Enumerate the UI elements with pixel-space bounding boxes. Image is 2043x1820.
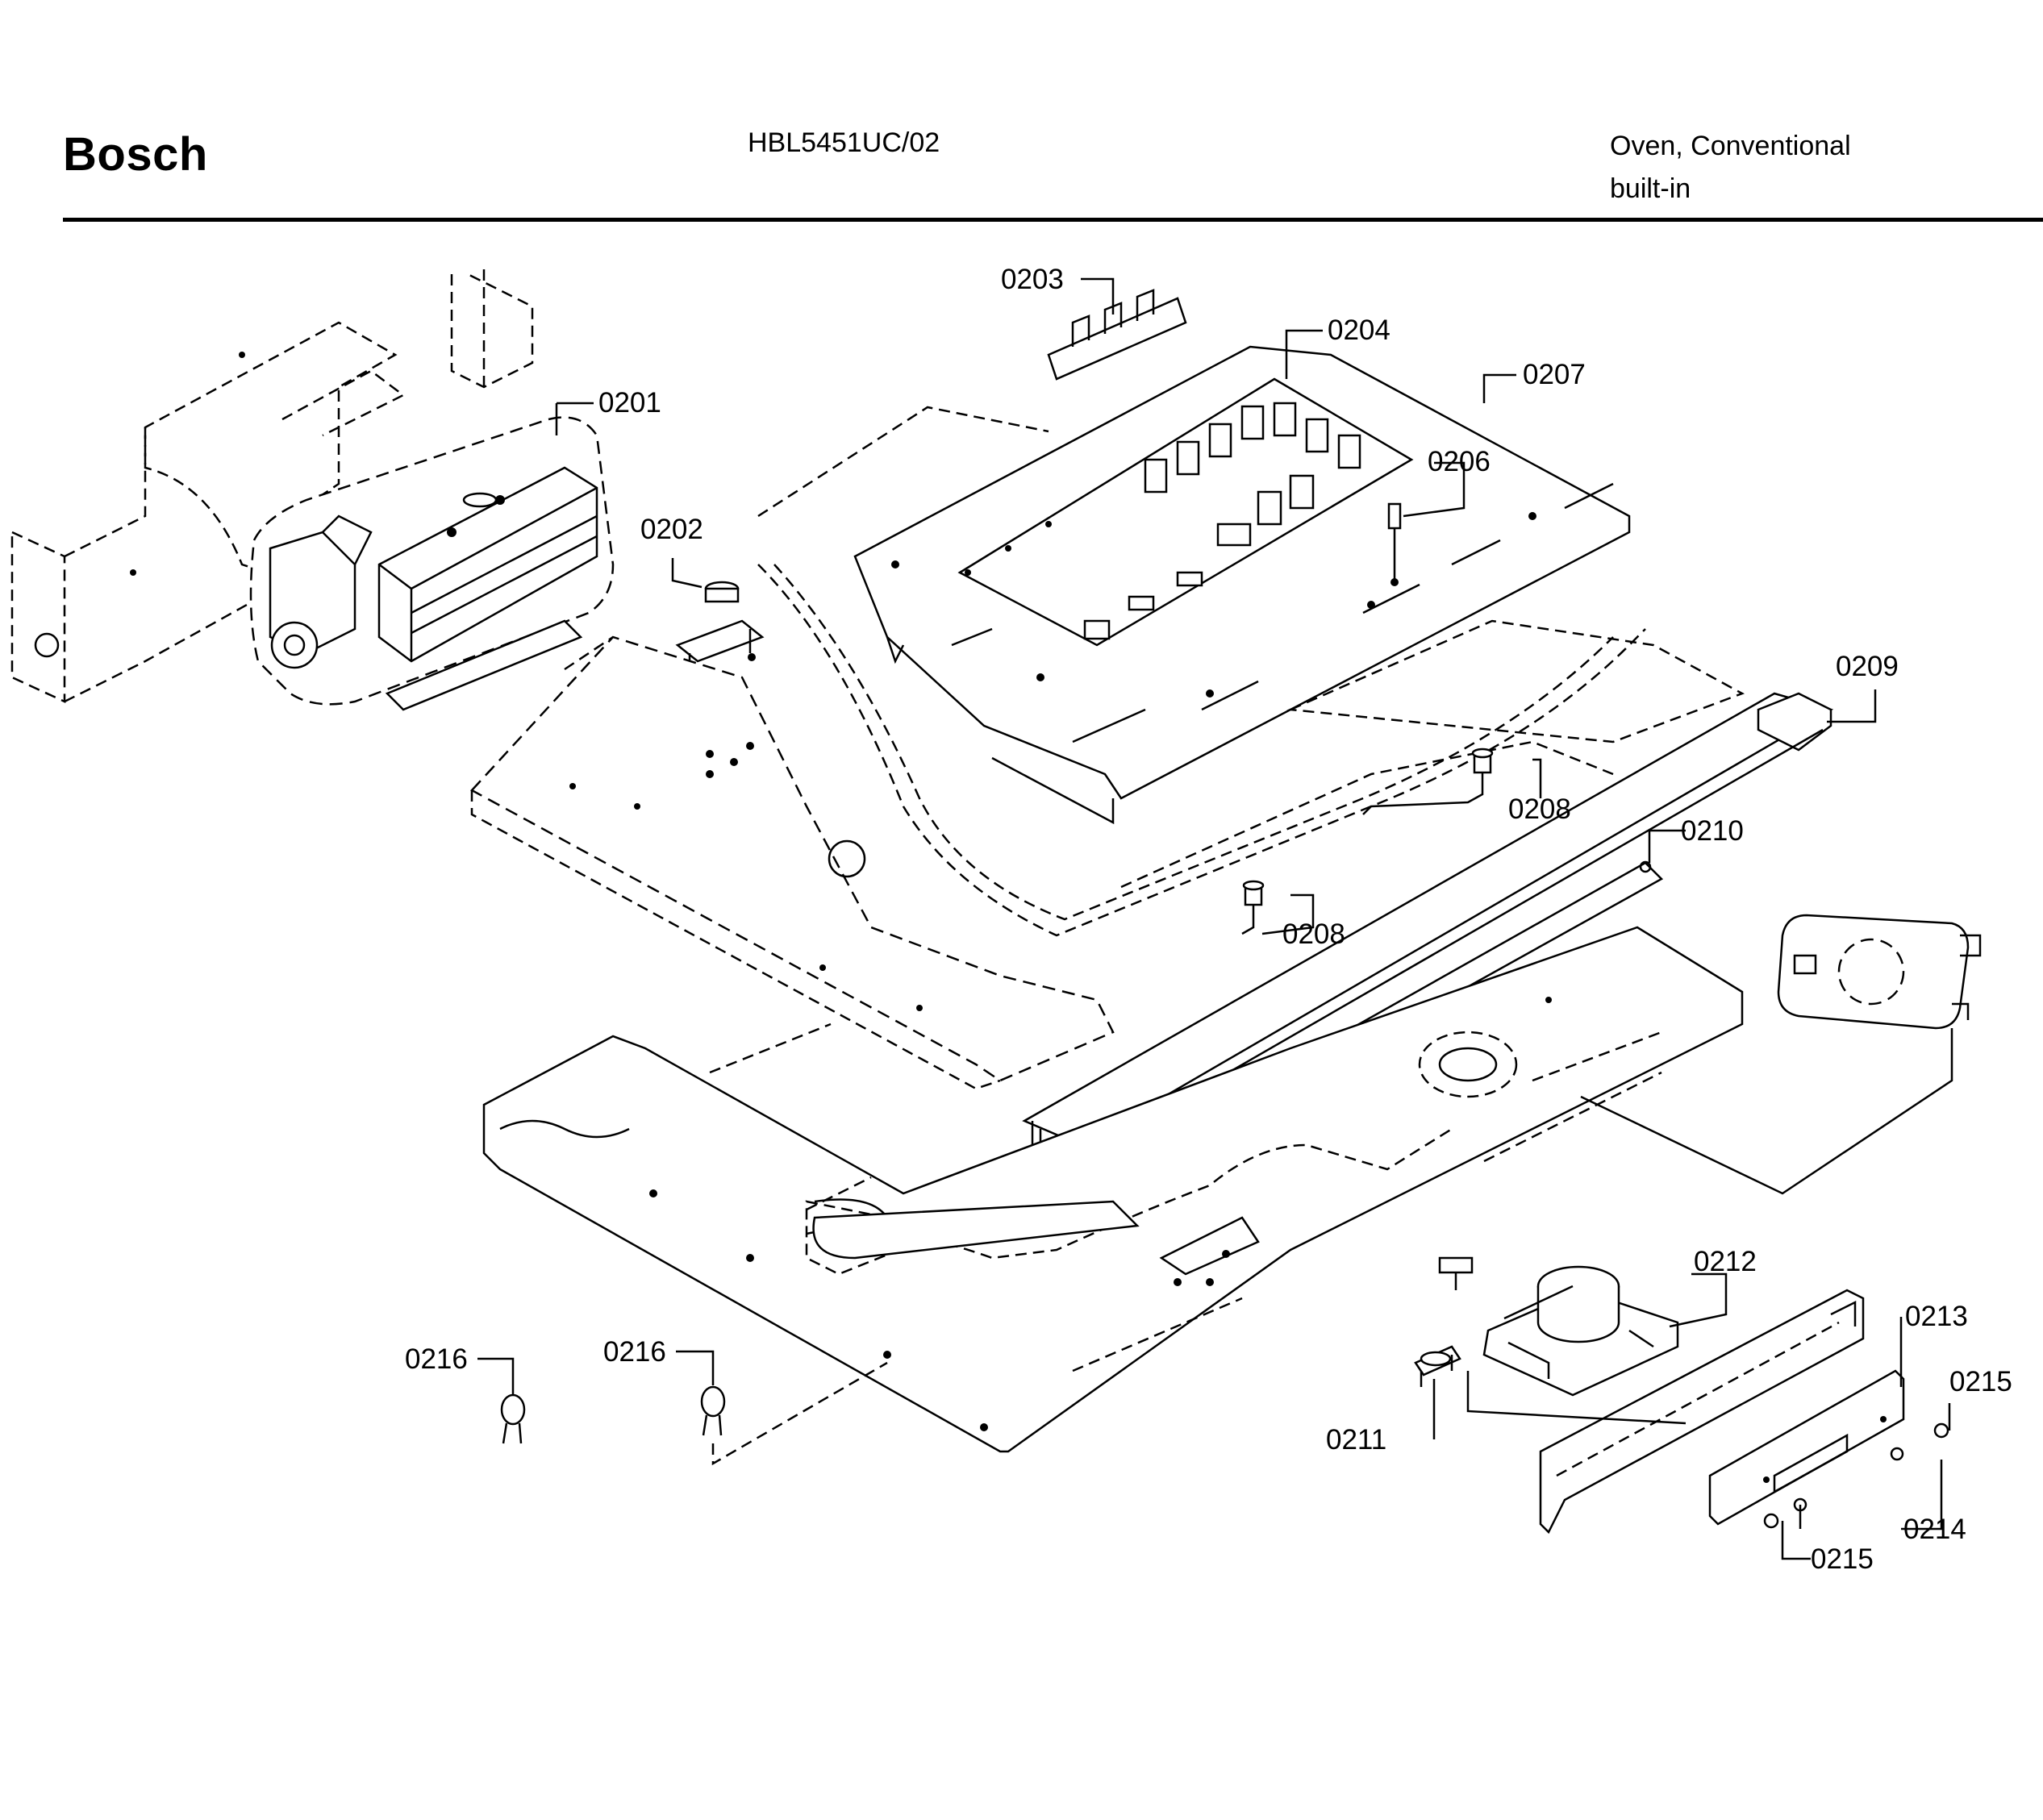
fan-cover-plate [1580,914,1982,1195]
callout-0211: 0211 [1326,1424,1386,1456]
callout-0216-right: 0216 [603,1336,666,1368]
sensor-0208-lower [1241,880,1265,935]
floor-pan [805,1200,1260,1286]
callout-0214: 0214 [1903,1514,1966,1545]
screw-0215-right [1933,1422,1949,1439]
callout-0207: 0207 [1523,359,1586,390]
callout-leaders [477,277,1951,1560]
callout-0210: 0210 [1681,815,1744,847]
cover-plate-0207 [757,345,1631,825]
callout-0208-upper: 0208 [1508,793,1571,825]
callout-0206: 0206 [1428,446,1491,477]
clip-0216-right [700,1361,888,1466]
rear-housing-frame [10,266,534,703]
terminal-block-0203 [1047,289,1187,381]
front-bracket [1539,1289,1865,1535]
callout-0204: 0204 [1328,314,1390,346]
brand-name: Bosch [63,128,208,181]
callout-0213: 0213 [1905,1301,1968,1332]
cooling-fan-assembly [249,416,615,711]
door-lock-motor-0212 [1438,1256,1679,1397]
product-type: Oven, Conventional [1610,131,1851,161]
control-panel-0213 [1708,1369,1905,1526]
product-subtype: built-in [1610,173,1691,204]
upper-heating-element [757,564,1745,937]
header-rule [63,218,2043,222]
screw-0215-left [1763,1513,1779,1529]
callout-0202: 0202 [640,514,703,545]
oven-top-plate [469,635,1115,1090]
callout-0216-left: 0216 [405,1343,468,1375]
callout-0209: 0209 [1836,651,1899,682]
callout-0208-lower: 0208 [1282,918,1345,950]
sensor-0208-upper [1362,748,1494,815]
callout-0212: 0212 [1694,1246,1757,1277]
thermal-cutout-0211 [1414,1345,1461,1387]
callout-0215-right: 0215 [1949,1366,2012,1397]
callout-0203: 0203 [1001,264,1064,295]
component-0206 [1387,502,1402,586]
callout-labels: 0201 0202 0203 0204 0206 0207 0208 0208 … [405,264,2012,1575]
model-number: HBL5451UC/02 [748,127,940,158]
thermostat-0202 [675,581,765,685]
callout-0215-left: 0215 [1811,1543,1874,1575]
control-board-0204 [957,377,1414,647]
callout-0201: 0201 [598,387,661,419]
clip-0216-left [500,1393,526,1444]
